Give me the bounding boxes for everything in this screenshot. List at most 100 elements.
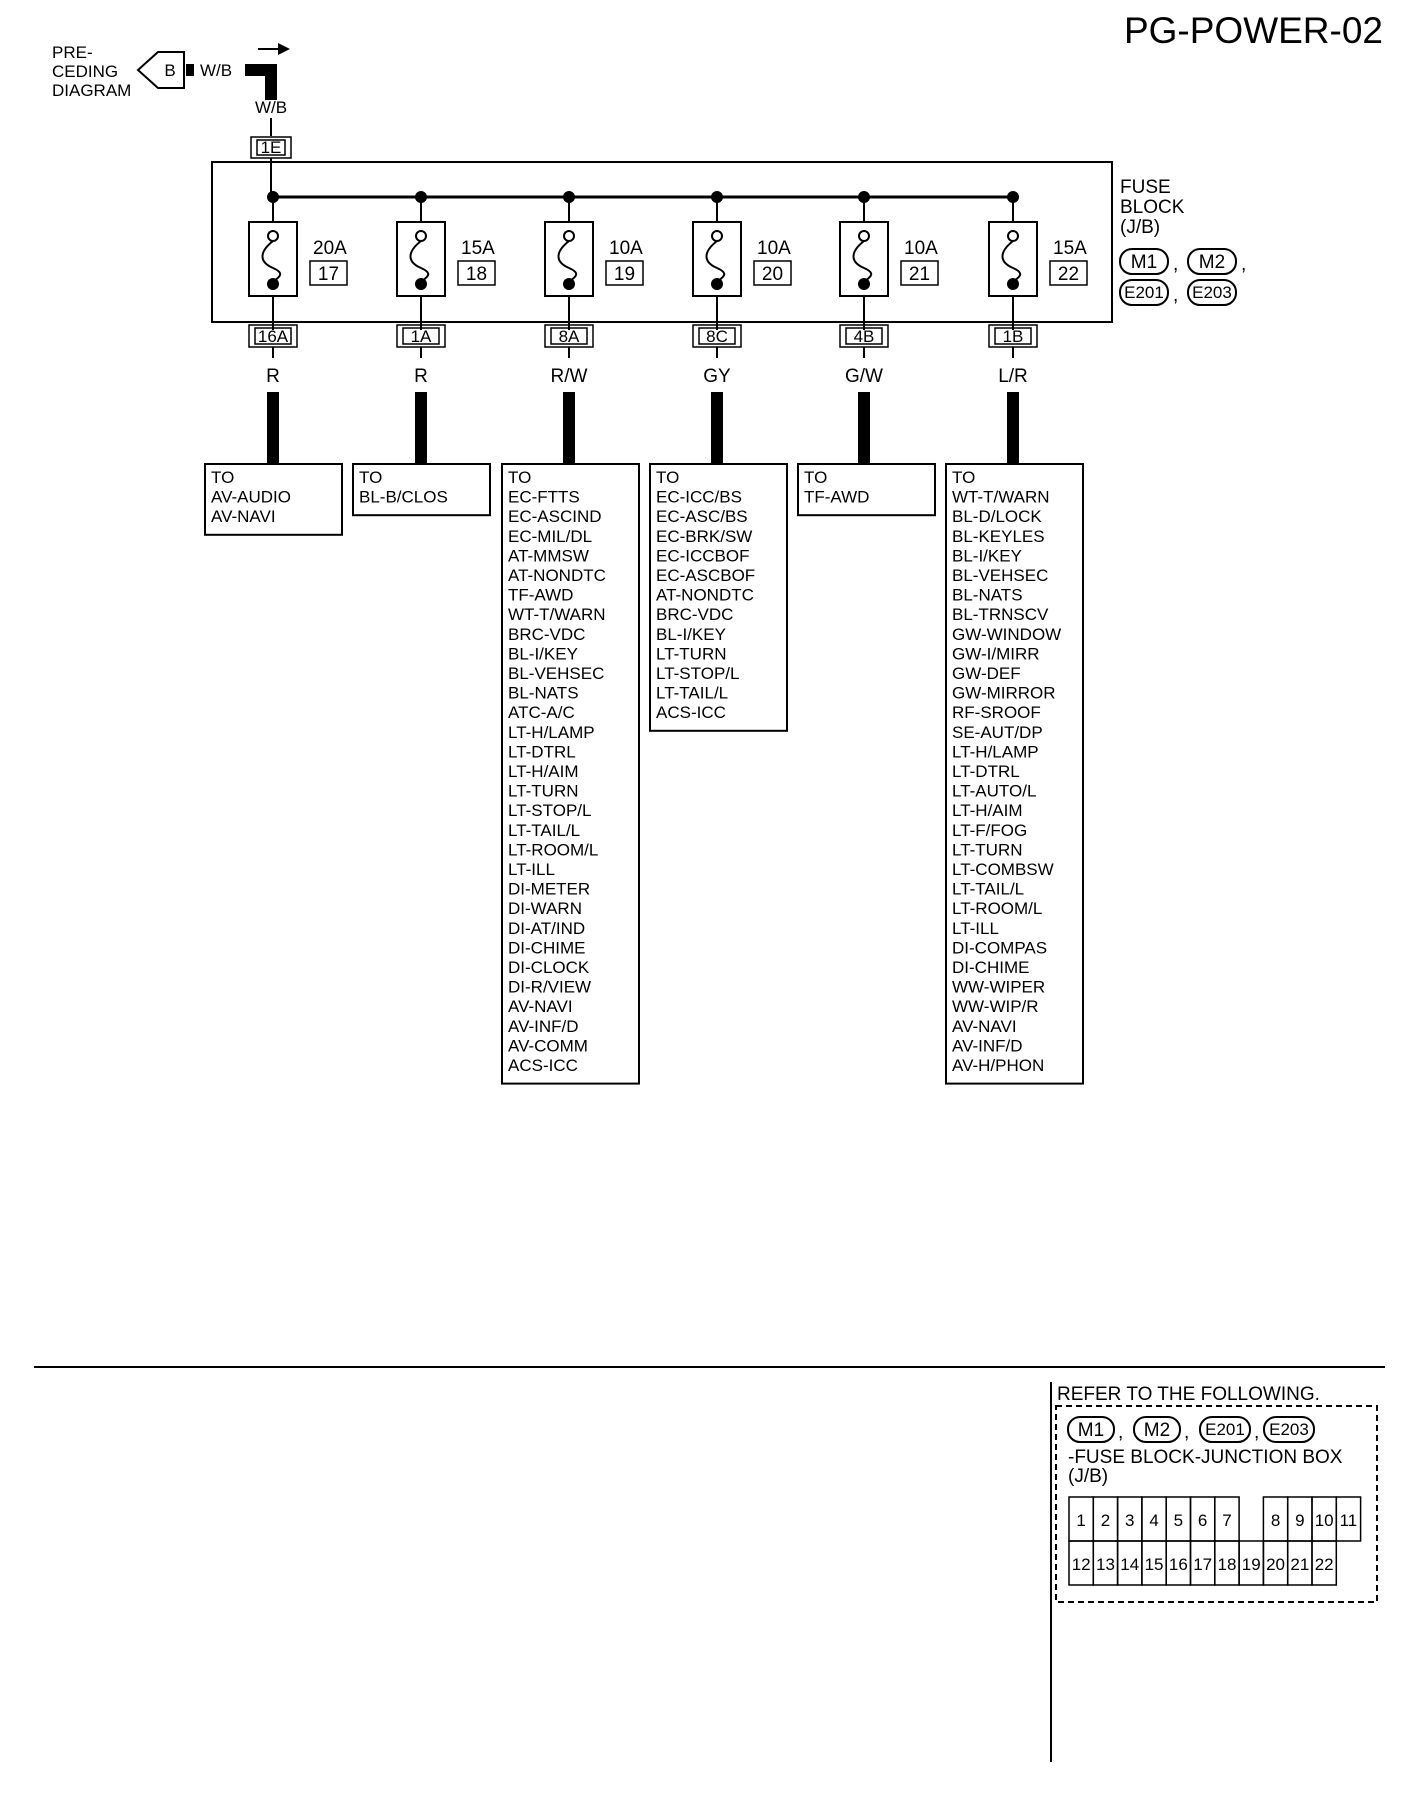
fuse-number: 17 <box>318 264 339 285</box>
destination-item: LT-F/FOG <box>952 821 1027 840</box>
destination-item: AV-NAVI <box>211 507 276 526</box>
fuse-top-contact <box>711 230 723 242</box>
wire-color-label: L/R <box>998 366 1028 387</box>
destination-item: EC-MIL/DL <box>508 527 592 546</box>
terminal-inner <box>698 327 736 345</box>
destination-item: WW-WIPER <box>952 978 1045 997</box>
refer-connector-m1: M1 <box>1078 1420 1104 1441</box>
page-title: PG-POWER-02 <box>1124 10 1383 51</box>
terminal-label: 8A <box>559 327 580 346</box>
destination-item: BRC-VDC <box>508 625 585 644</box>
refer-connector-m2: M2 <box>1144 1420 1170 1441</box>
fuse-number: 18 <box>466 264 487 285</box>
fuse-circuit-19: 10A198AR/WTOEC-FTTSEC-ASCINDEC-MIL/DLAT-… <box>501 191 644 1085</box>
fuse-element-icon <box>852 240 873 283</box>
cavity-number: 4 <box>1149 1511 1158 1530</box>
terminal-label: 1A <box>411 327 432 346</box>
destination-item: EC-ICC/BS <box>656 488 742 507</box>
destination-item: DI-COMPAS <box>952 938 1047 957</box>
cavity-number: 1 <box>1076 1511 1085 1530</box>
terminal-label: 8C <box>706 327 728 346</box>
preceding-wire <box>245 64 277 100</box>
preceding-wire-color: W/B <box>200 61 232 80</box>
cavity-number: 18 <box>1217 1555 1236 1574</box>
terminal-label: 1B <box>1003 327 1024 346</box>
destination-item: EC-ASC/BS <box>656 507 748 526</box>
fuse-number: 21 <box>909 264 930 285</box>
fuse-element-icon <box>557 240 578 283</box>
destination-item: BL-NATS <box>952 586 1023 605</box>
fuse-bottom-contact <box>1007 278 1019 290</box>
cavity-number: 17 <box>1193 1555 1212 1574</box>
preceding-diagram-reference: PRE- CEDING DIAGRAM B W/B W/B 1E <box>52 43 292 196</box>
fuse-block-label-line-1: FUSE <box>1120 177 1171 198</box>
fuse-element-icon <box>261 240 282 283</box>
fuse-top-contact <box>858 230 870 242</box>
destination-item: LT-TAIL/L <box>952 880 1024 899</box>
destination-item: GW-WINDOW <box>952 625 1061 644</box>
cavity-number: 20 <box>1266 1555 1285 1574</box>
destination-item: EC-BRK/SW <box>656 527 752 546</box>
fuse-top-contact <box>267 230 279 242</box>
fuse-number-box <box>457 260 496 286</box>
cavity-number: 19 <box>1242 1555 1261 1574</box>
wire-color-label: R/W <box>551 366 588 387</box>
terminal-inner <box>550 327 588 345</box>
destination-item: GW-MIRROR <box>952 684 1056 703</box>
destination-item: BL-VEHSEC <box>508 664 604 683</box>
preceding-connector-id: B <box>164 61 175 80</box>
preceding-label-line-3: DIAGRAM <box>52 81 131 100</box>
cavity-number: 5 <box>1174 1511 1183 1530</box>
destination-item: ACS-ICC <box>656 703 726 722</box>
destination-item: BRC-VDC <box>656 605 733 624</box>
destination-item: EC-FTTS <box>508 488 580 507</box>
destination-item: ATC-A/C <box>508 703 575 722</box>
destination-item: LT-ROOM/L <box>508 840 598 859</box>
destination-item: BL-B/CLOS <box>359 488 448 507</box>
fuse-number-box <box>900 260 939 286</box>
destination-item: DI-CLOCK <box>508 958 590 977</box>
destination-box <box>352 463 491 517</box>
destination-item: SE-AUT/DP <box>952 723 1043 742</box>
fuse-amperage: 15A <box>461 238 495 259</box>
refer-to-legend: REFER TO THE FOLLOWING. M1 , M2 , E201 ,… <box>1055 1384 1378 1603</box>
destination-box <box>649 463 788 732</box>
destination-item: LT-H/LAMP <box>508 723 595 742</box>
destination-item: LT-COMBSW <box>952 860 1054 879</box>
destination-item: BL-I/KEY <box>508 644 578 663</box>
destination-item: BL-TRNSCV <box>952 605 1049 624</box>
destination-item: AV-INF/D <box>508 1017 579 1036</box>
terminal-label: 16A <box>258 327 289 346</box>
cavity-number: 2 <box>1101 1511 1110 1530</box>
preceding-label-line-2: CEDING <box>52 62 118 81</box>
fuse-element-icon <box>1001 240 1022 283</box>
fuse-number: 22 <box>1058 264 1079 285</box>
destination-item: AT-NONDTC <box>656 586 754 605</box>
destination-box <box>501 463 640 1085</box>
destination-box <box>204 463 343 536</box>
preceding-label-line-1: PRE- <box>52 43 93 62</box>
destination-item: DI-CHIME <box>952 958 1029 977</box>
cavity-number: 14 <box>1120 1555 1139 1574</box>
destination-item: BL-I/KEY <box>656 625 726 644</box>
destination-item: LT-H/AIM <box>508 762 579 781</box>
destination-item: LT-TAIL/L <box>656 684 728 703</box>
destination-item: DI-CHIME <box>508 938 585 957</box>
fuse-circuits: 20A1716ARTOAV-AUDIOAV-NAVI15A181ARTOBL-B… <box>204 191 1088 1085</box>
destination-item: ACS-ICC <box>508 1056 578 1075</box>
destination-item: RF-SROOF <box>952 703 1041 722</box>
terminal-inner <box>994 327 1032 345</box>
destination-item: LT-DTRL <box>952 762 1020 781</box>
destination-item: LT-ILL <box>952 919 999 938</box>
fuse-block-connector-e203: E203 <box>1192 283 1232 302</box>
refer-desc-line-1: -FUSE BLOCK-JUNCTION BOX <box>1068 1447 1343 1468</box>
fuse-number-box <box>753 260 792 286</box>
fuse-bottom-contact <box>415 278 427 290</box>
fuse-bottom-contact <box>711 278 723 290</box>
destination-item: EC-ASCIND <box>508 507 602 526</box>
destination-item: WW-WIP/R <box>952 997 1039 1016</box>
fuse-number: 19 <box>614 264 635 285</box>
destination-item: BL-NATS <box>508 684 579 703</box>
